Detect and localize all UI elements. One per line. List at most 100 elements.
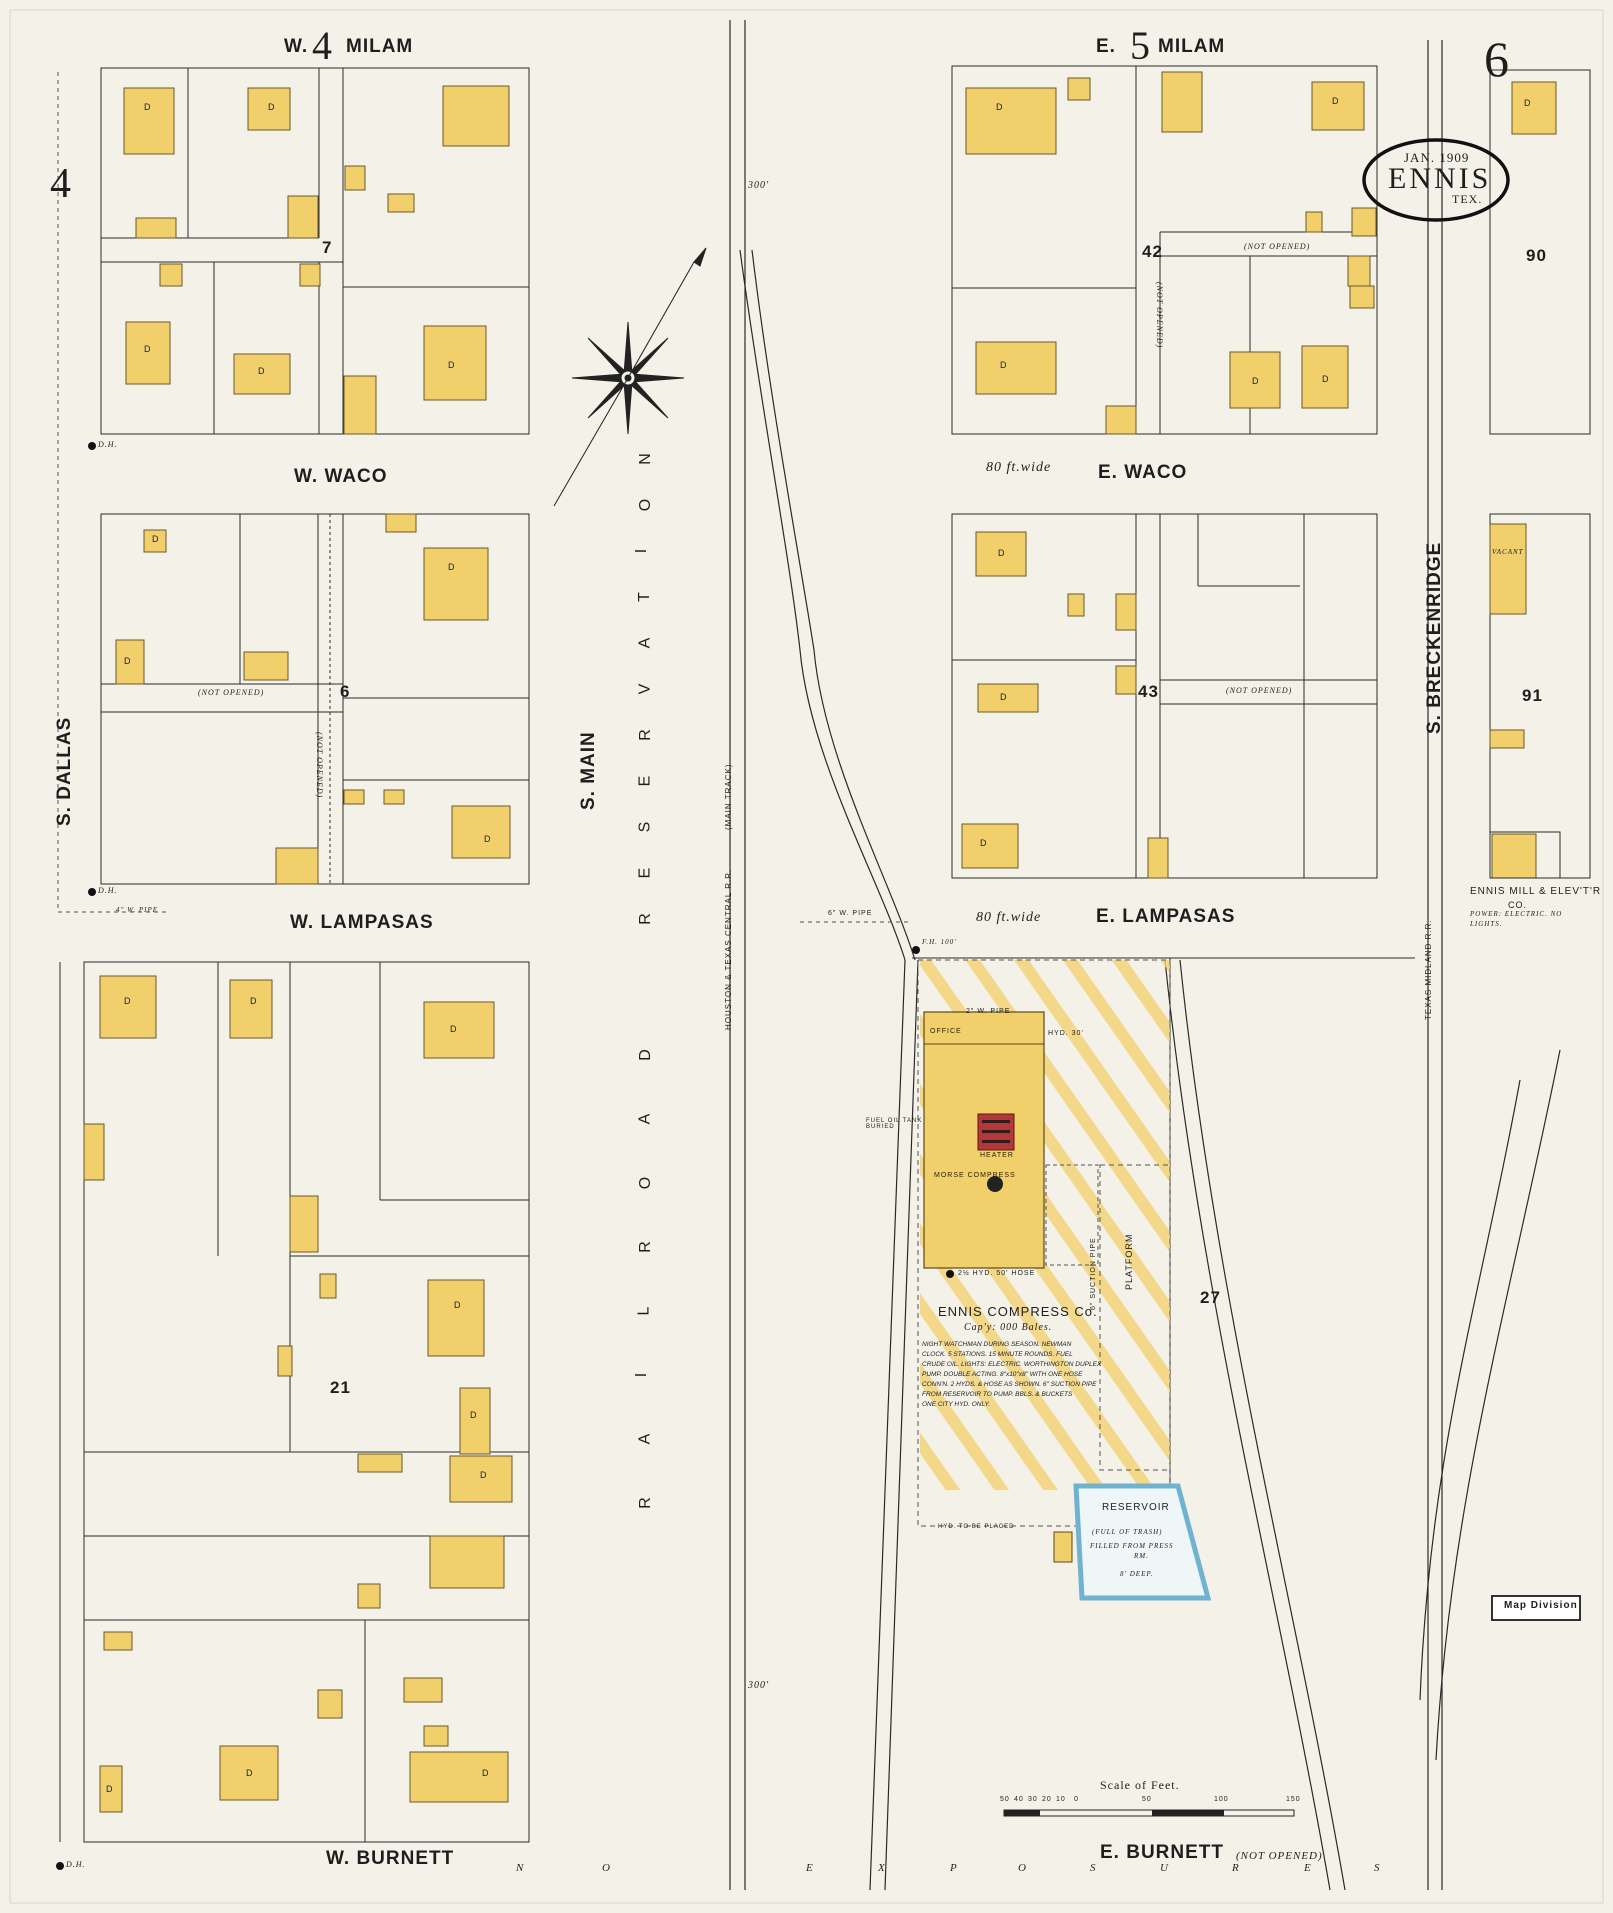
street-w-waco: W. WACO <box>294 466 388 487</box>
railroad-name-houston: HOUSTON & TEXAS CENTRAL R.R. <box>724 868 733 1030</box>
mill-lights: LIGHTS. <box>1470 920 1503 928</box>
sheet-number: 6 <box>1484 31 1510 87</box>
exposure-letter: P <box>950 1862 958 1874</box>
stamp-date: JAN. 1909 <box>1404 150 1470 165</box>
fh-label: F.H. 100' <box>922 938 957 946</box>
reservoir-outline <box>1073 1483 1212 1601</box>
scale-title: Scale of Feet. <box>1100 1778 1180 1792</box>
dwelling-letter: D <box>124 656 132 666</box>
rr-letter: R <box>636 729 654 741</box>
vacant-label: VACANT <box>1492 548 1524 556</box>
street-s-breckenridge: S. BRECKENRIDGE <box>1424 541 1445 734</box>
ennis-stamp-oval <box>1362 138 1510 222</box>
not-opened-label: (NOT OPENED) <box>198 688 265 697</box>
compass-rose-icon <box>553 247 707 507</box>
scale-tick: 100 <box>1214 1796 1229 1803</box>
compress-office: OFFICE <box>930 1028 962 1035</box>
compress-suction-pipe: 6" SUCTION PIPE <box>1090 1237 1097 1310</box>
east-blocks <box>951 65 1591 879</box>
compress-note-line: ONE CITY HYD. ONLY. <box>922 1401 991 1408</box>
compress-press: MORSE COMPRESS <box>934 1172 1016 1179</box>
scale-tick: 10 <box>1056 1796 1066 1803</box>
reservoir-line: RM. <box>1134 1552 1149 1560</box>
street-e-milam-number: 5 <box>1130 23 1151 68</box>
dwelling-letter: D <box>246 1768 254 1778</box>
not-opened-label: (NOT OPENED) <box>1226 686 1293 695</box>
block-number: 7 <box>322 238 333 257</box>
not-opened-label: (NOT OPENED) <box>315 732 324 799</box>
dwelling-letter: D <box>144 102 152 112</box>
rr-letter: R <box>636 1241 654 1253</box>
dwelling-letter: D <box>1000 360 1008 370</box>
exposure-letter: O <box>602 1862 611 1874</box>
dwelling-letter: D <box>470 1410 478 1420</box>
street-e-milam-name: MILAM <box>1158 36 1226 57</box>
rr-letter: I <box>633 548 651 554</box>
rr-letter: E <box>636 775 654 787</box>
rr-letter: O <box>637 1176 655 1190</box>
dwelling-letter: D <box>454 1300 462 1310</box>
stamp-city: ENNIS <box>1388 162 1492 195</box>
scale-tick: 20 <box>1042 1796 1052 1803</box>
scale-bar <box>1003 1809 1295 1817</box>
rr-letter: I <box>633 1372 651 1378</box>
rr-letter: R <box>636 913 654 925</box>
library-stamp: Map Division <box>1504 1600 1578 1611</box>
street-w-lampasas: W. LAMPASAS <box>290 912 434 933</box>
dwelling-letter: D <box>448 360 456 370</box>
street-w-milam-name: MILAM <box>346 36 414 57</box>
scale-tick: 150 <box>1286 1796 1301 1803</box>
dwelling-letter: D <box>482 1768 490 1778</box>
rr-letter: E <box>636 867 654 879</box>
pipe-label: 4" W. PIPE <box>116 906 159 914</box>
compress-notes: NIGHT WATCHMAN DURING SEASON. NEWMAN CLO… <box>922 1340 1142 1410</box>
block-42-outline <box>951 65 1378 435</box>
dwelling-letter: D <box>258 366 266 376</box>
compress-hyd-top: HYD. 30' <box>1048 1030 1084 1037</box>
compress-note-line: CONN'N. 2 HYDS. & HOSE AS SHOWN. 6" SUCT… <box>922 1381 1097 1388</box>
compress-platform: PLATFORM <box>1124 1233 1134 1290</box>
exposure-letter: N <box>516 1862 525 1874</box>
dwelling-letter: D <box>996 102 1004 112</box>
dwelling-letter: D <box>144 344 152 354</box>
not-opened-label: (NOT OPENED) <box>1155 282 1164 349</box>
block-number: 91 <box>1522 686 1543 705</box>
rr-letter: T <box>635 592 653 602</box>
reservoir-line: 8' DEEP. <box>1120 1570 1154 1578</box>
block-number: 21 <box>330 1378 351 1397</box>
compress-hyd-bottom: 2½ HYD. 50' HOSE <box>958 1270 1036 1277</box>
exposure-letter: E <box>806 1862 814 1874</box>
dwelling-letter: D <box>998 548 1006 558</box>
dwelling-letter: D <box>1000 692 1008 702</box>
scale-tick: 40 <box>1014 1796 1024 1803</box>
block-number: 43 <box>1138 682 1159 701</box>
mill-co: CO. <box>1508 900 1528 910</box>
rr-letter: D <box>636 1049 654 1061</box>
dh-label: D.H. <box>98 886 118 895</box>
mill-power: POWER: ELECTRIC. NO <box>1470 910 1563 918</box>
block-number: 6 <box>340 682 351 701</box>
compress-building <box>923 1011 1099 1269</box>
scale-tick: 50 <box>1000 1796 1010 1803</box>
compress-note-line: CLOCK. 5 STATIONS. 15 MINUTE ROUNDS. FUE… <box>922 1351 1073 1358</box>
street-s-dallas: S. DALLAS <box>54 716 75 826</box>
exposure-letter: S <box>1090 1862 1097 1874</box>
block-90-outline <box>1489 69 1591 435</box>
street-width-lampasas: 80 ft.wide <box>976 910 1042 925</box>
mill-name: ENNIS MILL & ELEV'T'R <box>1470 886 1602 897</box>
exposure-letter: O <box>1018 1862 1027 1874</box>
block-number: 90 <box>1526 246 1547 265</box>
reservoir-title: RESERVOIR <box>1102 1502 1170 1513</box>
block-number: 27 <box>1200 1288 1221 1307</box>
dwelling-letter: D <box>480 1470 488 1480</box>
dwelling-letter: D <box>106 1784 114 1794</box>
rr-letter: A <box>636 637 654 649</box>
block-number: 42 <box>1142 242 1163 261</box>
street-w-milam-prefix: W. <box>284 36 309 57</box>
dwelling-letter: D <box>448 562 456 572</box>
street-e-lampasas: E. LAMPASAS <box>1096 906 1236 927</box>
dwelling-letter: D <box>450 1024 458 1034</box>
exposure-letter: E <box>1304 1862 1312 1874</box>
block-21-outline <box>83 961 530 1843</box>
